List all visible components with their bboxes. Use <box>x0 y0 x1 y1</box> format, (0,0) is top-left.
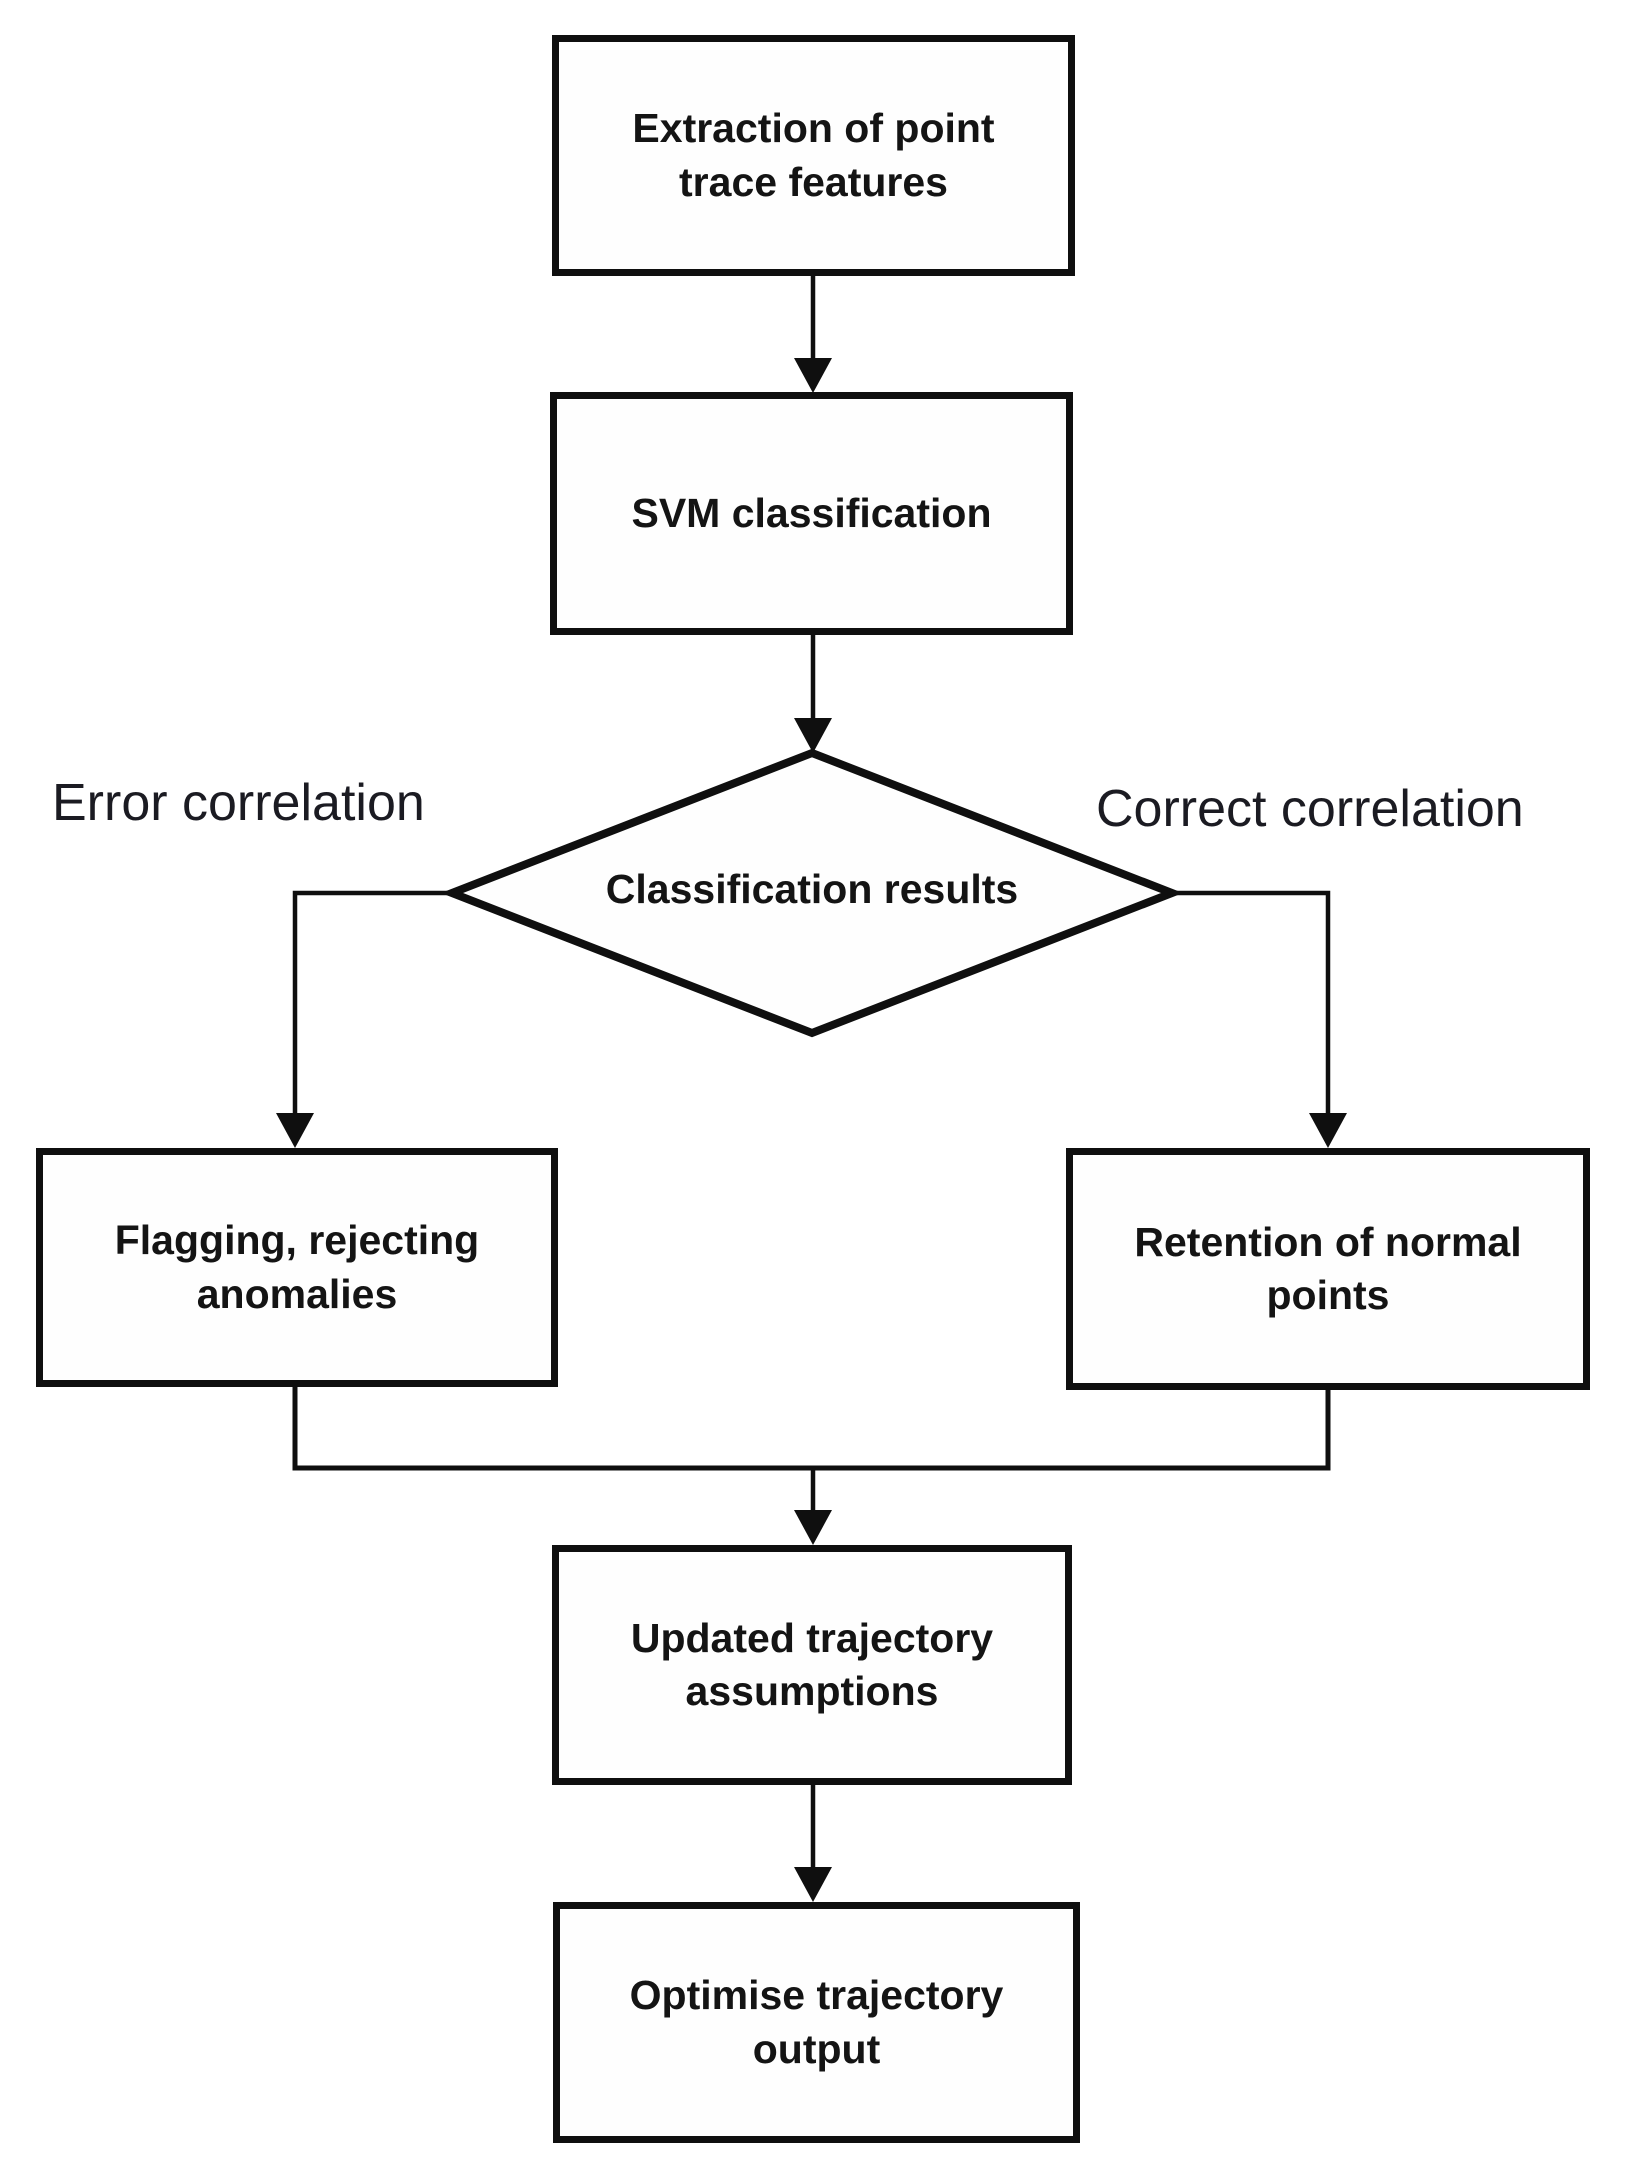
decision-diamond-classification-results <box>440 748 1184 1038</box>
branch-label-correct: Correct correlation <box>1096 780 1524 838</box>
arrowhead-error-branch <box>276 1113 314 1148</box>
process-label-extraction: Extraction of point trace features <box>632 105 995 205</box>
process-box-extraction: Extraction of point trace features <box>552 35 1075 276</box>
process-label-svm-classification: SVM classification <box>631 489 992 536</box>
process-box-updated-trajectory: Updated trajectory assumptions <box>552 1545 1072 1785</box>
connector-error-branch <box>292 890 452 1116</box>
connector-merge <box>292 1385 1331 1471</box>
branch-label-error: Error correlation <box>52 774 425 832</box>
process-box-flagging: Flagging, rejecting anomalies <box>36 1148 558 1387</box>
arrowhead-merge-to-updated <box>794 1510 832 1545</box>
process-label-retention: Retention of normal points <box>1134 1218 1522 1318</box>
process-label-updated-trajectory: Updated trajectory assumptions <box>630 1614 994 1714</box>
process-label-flagging: Flagging, rejecting anomalies <box>114 1217 480 1317</box>
arrowhead-correct-branch <box>1309 1113 1347 1148</box>
process-box-retention: Retention of normal points <box>1066 1148 1590 1390</box>
process-label-optimise-trajectory: Optimise trajectory output <box>629 1972 1004 2072</box>
arrowhead-updated-to-optimise <box>794 1867 832 1902</box>
decision-label-classification-results: Classification results <box>605 866 1019 912</box>
connector-correct-branch <box>1172 890 1331 1116</box>
process-box-svm-classification: SVM classification <box>550 392 1073 635</box>
process-box-optimise-trajectory: Optimise trajectory output <box>553 1902 1080 2143</box>
arrowhead-extraction-to-svm <box>794 358 832 393</box>
arrowhead-svm-to-decision <box>794 718 832 753</box>
